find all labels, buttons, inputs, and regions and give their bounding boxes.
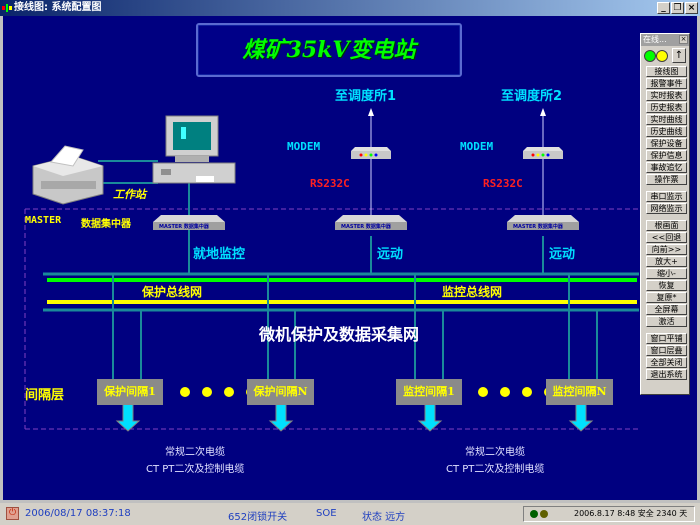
device-label: MASTER 数据集中器: [159, 224, 209, 230]
station-title-box: 煤矿35kV变电站: [196, 23, 462, 77]
btn-history-curve[interactable]: 历史曲线: [646, 126, 687, 137]
tool-panel-close-icon[interactable]: ×: [679, 35, 688, 44]
status-soe: SOE: [316, 508, 337, 519]
master-label: MASTER: [25, 215, 62, 226]
close-button[interactable]: ×: [685, 2, 698, 14]
device-label: MASTER 数据集中器: [341, 224, 391, 230]
indicator-light-1: [530, 510, 538, 518]
btn-activate[interactable]: 激活: [646, 316, 687, 327]
ellipsis-dots: [478, 387, 554, 397]
bay-layer-label: 间隔层: [25, 388, 65, 403]
diagram-canvas: 煤矿35kV变电站 工作站 MASTER 数据集中器 MASTER 数据集中器 …: [3, 16, 697, 500]
master-concentrator-device: [153, 215, 225, 230]
btn-close-all[interactable]: 全部关闭: [646, 357, 687, 368]
btn-restore[interactable]: 恢复: [646, 280, 687, 291]
btn-root-screen[interactable]: 根画面: [646, 220, 687, 231]
computer-icon: [152, 115, 236, 184]
btn-operation-ticket[interactable]: 操作票: [646, 174, 687, 185]
window-titlebar[interactable]: 接线图: 系统配置图 _ ❐ ×: [0, 0, 700, 16]
green-status-light: [644, 50, 656, 62]
pin-up-arrow-icon[interactable]: ↑: [672, 48, 686, 63]
btn-alarm-events[interactable]: 报警事件: [646, 78, 687, 89]
workstation-label: 工作站: [113, 188, 146, 201]
concentrator-label: 数据集中器: [81, 219, 131, 230]
bay-monitor-n[interactable]: 监控间隔N: [546, 379, 613, 405]
dispatch2-label: 至调度所2: [501, 89, 563, 104]
status-info-panel: 2006.8.17 8:48 安全 2340 天: [523, 506, 695, 522]
window-title: 接线图: 系统配置图: [14, 2, 102, 13]
modem2-label: MODEM: [460, 140, 494, 153]
network-label: 微机保护及数据采集网: [259, 325, 420, 344]
btn-realtime-curve[interactable]: 实时曲线: [646, 114, 687, 125]
yellow-status-light: [656, 50, 668, 62]
status-datetime: 2006/08/17 08:37:18: [25, 508, 131, 519]
btn-fault-recall[interactable]: 事故追忆: [646, 162, 687, 173]
btn-reset[interactable]: 复原*: [646, 292, 687, 303]
status-event: 652闭锁开关: [228, 512, 288, 523]
rs232-label-1: RS232C: [310, 177, 350, 190]
btn-cascade-windows[interactable]: 窗口层叠: [646, 345, 687, 356]
modem1-label: MODEM: [287, 140, 321, 153]
ellipsis-dots: [180, 387, 256, 397]
btn-wiring-diagram[interactable]: 接线图: [646, 66, 687, 77]
cable-label-1a: 常规二次电缆: [165, 447, 225, 458]
protection-bus-label: 保护总线网: [142, 285, 203, 299]
modem1-icon: [351, 147, 391, 159]
printer-icon: [32, 145, 104, 205]
cable-label-2a: 常规二次电缆: [465, 447, 525, 458]
cable-label-2b: CT PT二次及控制电缆: [446, 464, 545, 475]
status-bar: ⏻ 2006/08/17 08:37:18 652闭锁开关 SOE 状态 远方 …: [0, 503, 700, 525]
btn-network-monitor[interactable]: 网络监示: [646, 203, 687, 214]
status-state: 状态 远方: [362, 512, 406, 523]
bay-protection-1[interactable]: 保护间隔1: [97, 379, 163, 405]
device-label: MASTER 数据集中器: [513, 224, 563, 230]
cable-label-1b: CT PT二次及控制电缆: [146, 464, 245, 475]
btn-protection-device[interactable]: 保护设备: [646, 138, 687, 149]
restore-button[interactable]: ❐: [671, 2, 684, 14]
safety-days-info: 2006.8.17 8:48 安全 2340 天: [574, 509, 688, 518]
power-icon[interactable]: ⏻: [6, 507, 19, 520]
app-icon: [2, 4, 12, 12]
tool-panel: 在线... × ↑ 接线图 报警事件 实时报表 历史报表 实时曲线 历史曲线 保…: [640, 33, 690, 395]
modem2-icon: [523, 147, 563, 159]
monitor-bus-label: 监控总线网: [442, 285, 503, 299]
bay-protection-n[interactable]: 保护间隔N: [247, 379, 314, 405]
btn-protection-info[interactable]: 保护信息: [646, 150, 687, 161]
network-diagram-lines: [24, 108, 639, 432]
btn-tile-windows[interactable]: 窗口平铺: [646, 333, 687, 344]
btn-fullscreen[interactable]: 全屏幕: [646, 304, 687, 315]
btn-serial-monitor[interactable]: 串口监示: [646, 191, 687, 202]
btn-zoom-in[interactable]: 放大+: [646, 256, 687, 267]
remote2-label: 远动: [549, 247, 576, 262]
btn-back[interactable]: <<回退: [646, 232, 687, 243]
bay-monitor-1[interactable]: 监控间隔1: [396, 379, 462, 405]
btn-zoom-out[interactable]: 缩小-: [646, 268, 687, 279]
local-monitor-label: 就地监控: [193, 247, 246, 262]
remote1-label: 远动: [377, 247, 404, 262]
minimize-button[interactable]: _: [657, 2, 670, 14]
tool-panel-titlebar[interactable]: 在线... ×: [641, 34, 689, 46]
rs232-label-2: RS232C: [483, 177, 523, 190]
tool-panel-title: 在线...: [643, 35, 667, 44]
btn-realtime-report[interactable]: 实时报表: [646, 90, 687, 101]
btn-exit-system[interactable]: 退出系统: [646, 369, 687, 380]
btn-history-report[interactable]: 历史报表: [646, 102, 687, 113]
station-title: 煤矿35kV变电站: [242, 37, 416, 63]
indicator-light-2: [540, 510, 548, 518]
btn-forward[interactable]: 向前>>: [646, 244, 687, 255]
dispatch1-label: 至调度所1: [335, 89, 397, 104]
